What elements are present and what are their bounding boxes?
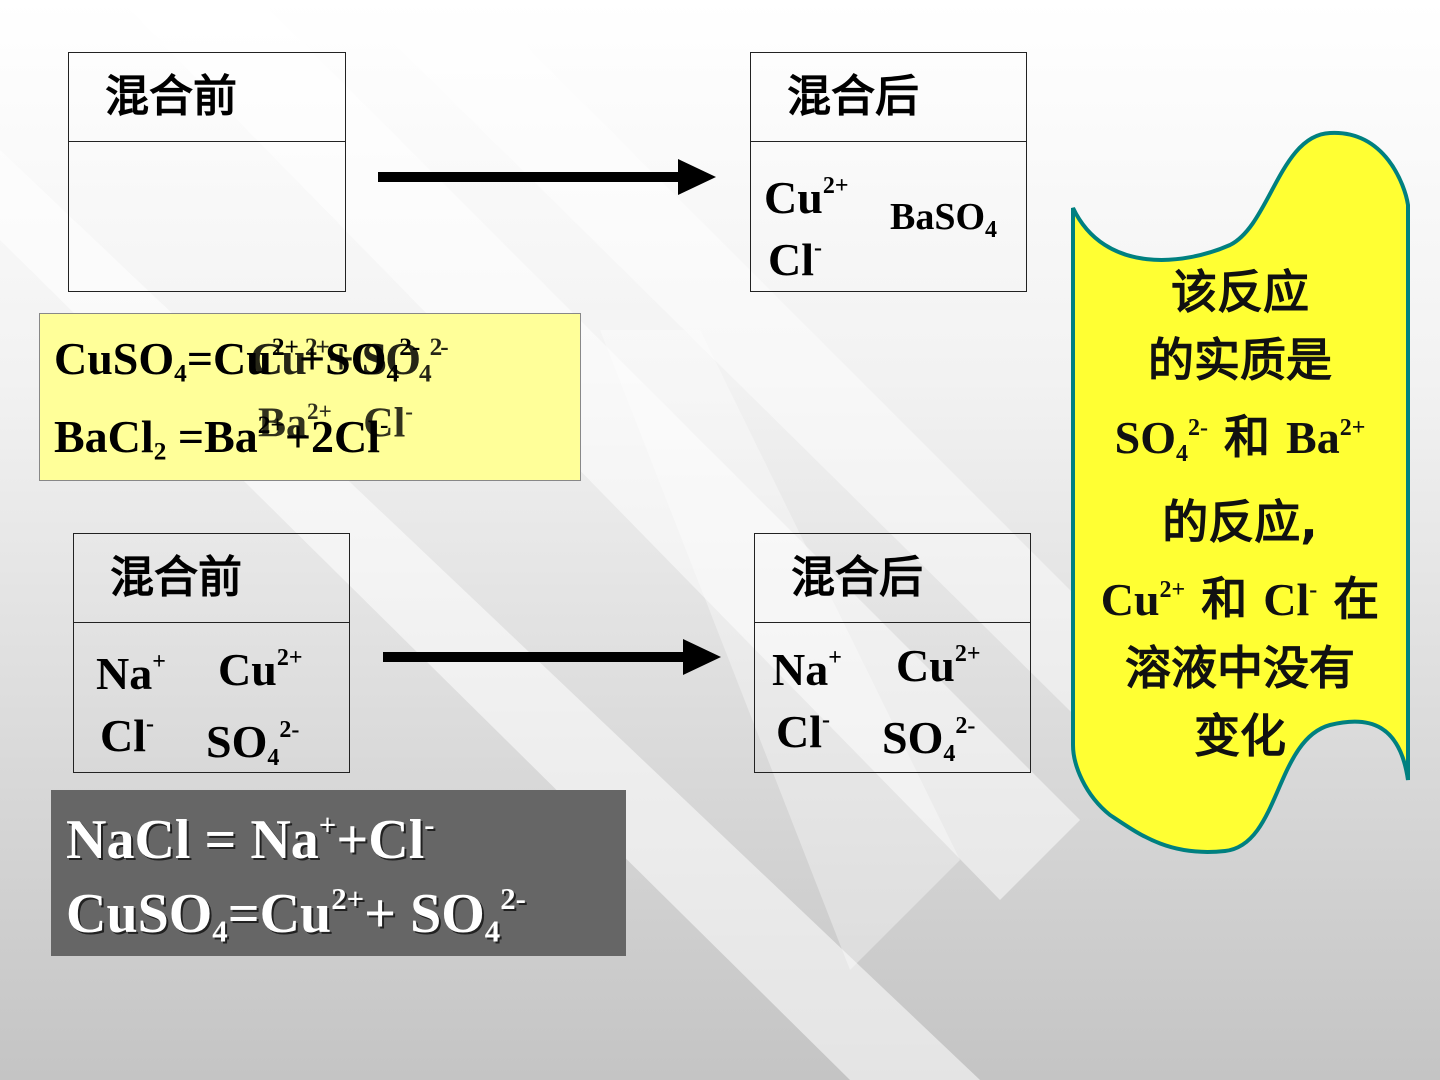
equation-bacl2-ghost: Ba2+ Cl- — [258, 398, 413, 447]
bottom-before-so4-ion: SO42- — [206, 716, 300, 771]
bottom-after-cl-ion: Cl- — [776, 706, 830, 757]
top-before-header: 混合前 — [69, 53, 345, 142]
top-before-box: 混合前 — [68, 52, 346, 292]
bottom-before-na-ion: Na+ — [96, 648, 166, 699]
equation-cuso4: CuSO4=Cu2++SO42- — [54, 332, 421, 388]
bottom-after-box: 混合后 — [754, 533, 1031, 773]
equation-cuso4-bottom: CuSO4=Cu2++ SO42- — [66, 882, 526, 949]
bottom-before-cl-ion: Cl- — [100, 710, 154, 761]
equation-nacl: NaCl = Na++Cl- — [66, 808, 435, 872]
bottom-equation-box — [51, 790, 626, 956]
scroll-text: 该反应 的实质是 SO42- 和 Ba2+ 的反应, Cu2+ 和 Cl- 在 … — [1062, 258, 1418, 770]
scroll-line-7: 变化 — [1194, 709, 1286, 763]
bottom-before-cu-ion: Cu2+ — [218, 644, 303, 695]
bottom-after-so4-ion: SO42- — [882, 712, 976, 767]
scroll-line-2: 的实质是 — [1148, 333, 1332, 387]
scroll-banner — [1071, 130, 1410, 854]
equation-bacl2: BaCl2 =Ba2++2Cl- — [54, 410, 389, 466]
top-after-baso4: BaSO4 — [890, 196, 998, 243]
scroll-line-5: Cu2+ 和 Cl- 在 — [1100, 572, 1380, 626]
top-after-box: 混合后 — [750, 52, 1027, 292]
top-equation-box — [39, 313, 581, 481]
top-after-cu-ion: Cu2+ — [764, 172, 849, 223]
scroll-line-1: 该反应 — [1171, 265, 1309, 319]
bottom-after-na-ion: Na+ — [772, 644, 842, 695]
bottom-arrow — [383, 639, 721, 675]
top-arrow — [378, 159, 716, 195]
scroll-line-6: 溶液中没有 — [1125, 641, 1355, 695]
scroll-line-4: 的反应, — [1162, 495, 1318, 549]
bottom-before-box: 混合前 — [73, 533, 350, 773]
equation-cuso4-ghost: Cu2++ SO42- — [250, 332, 449, 388]
top-after-header: 混合后 — [751, 53, 1026, 142]
bottom-after-cu-ion: Cu2+ — [896, 640, 981, 691]
scroll-line-3: SO42- 和 Ba2+ — [1114, 410, 1366, 467]
top-after-cl-ion: Cl- — [768, 234, 822, 285]
bottom-before-header: 混合前 — [74, 534, 349, 623]
bottom-after-header: 混合后 — [755, 534, 1030, 623]
